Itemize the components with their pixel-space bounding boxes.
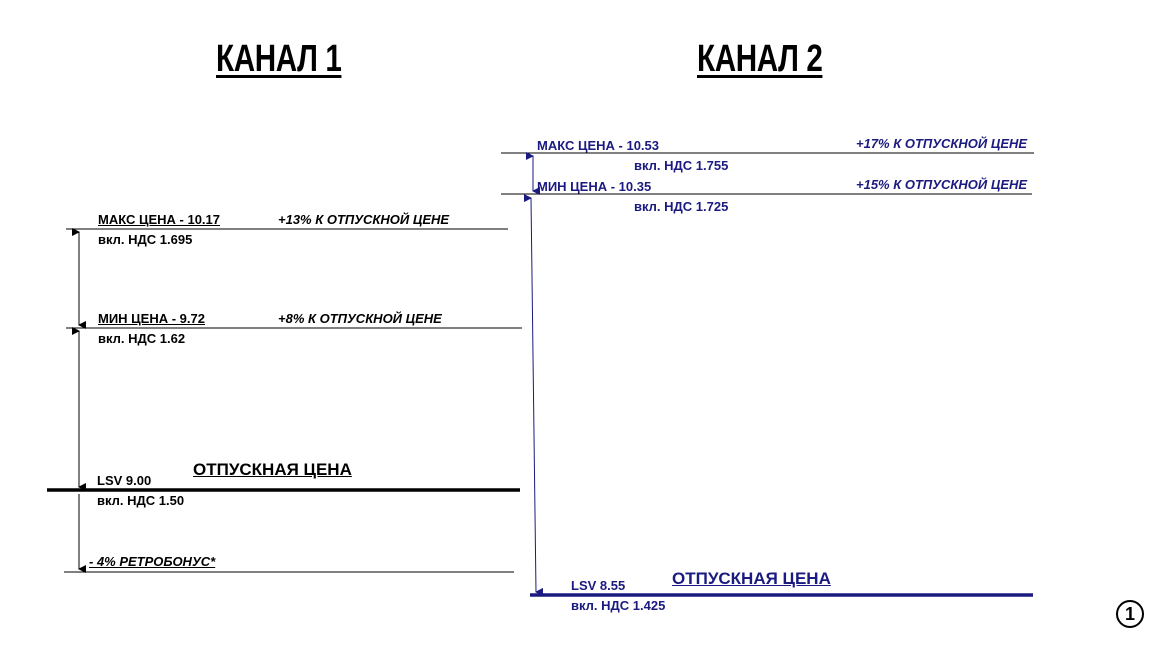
ch1-max-markup: +13% К ОТПУСКНОЙ ЦЕНЕ [278, 212, 450, 227]
channel2-title: КАНАЛ 2 [697, 38, 823, 80]
ch2-min-price: МИН ЦЕНА - 10.35 [537, 179, 652, 194]
ch1-min-markup: +8% К ОТПУСКНОЙ ЦЕНЕ [278, 311, 442, 326]
ch2-min-markup: +15% К ОТПУСКНОЙ ЦЕНЕ [856, 177, 1028, 192]
ch1-max-price: МАКС ЦЕНА - 10.17 [98, 212, 221, 227]
ch2-min-vat: вкл. НДС 1.725 [634, 199, 729, 214]
ch2-max-vat: вкл. НДС 1.755 [634, 158, 729, 173]
ch1-release-price-label: ОТПУСКНАЯ ЦЕНА [193, 460, 352, 479]
ch1-min-vat: вкл. НДС 1.62 [98, 331, 186, 346]
ch1-max-vat: вкл. НДС 1.695 [98, 232, 193, 247]
page-number-badge: 1 [1116, 600, 1144, 628]
ch2-max-markup: +17% К ОТПУСКНОЙ ЦЕНЕ [856, 136, 1028, 151]
ch2-release-price-label: ОТПУСКНАЯ ЦЕНА [672, 569, 831, 588]
ch2-lsv: LSV 8.55 [571, 578, 626, 593]
ch1-retrobonus: - 4% РЕТРОБОНУС* [89, 554, 216, 569]
ch1-lsv: LSV 9.00 [97, 473, 152, 488]
ch2-arrow-min-lsv [523, 194, 544, 596]
ch1-min-price: МИН ЦЕНА - 9.72 [98, 311, 205, 326]
ch1-lsv-vat: вкл. НДС 1.50 [97, 493, 185, 508]
ch2-lsv-vat: вкл. НДС 1.425 [571, 598, 666, 613]
ch2-max-price: МАКС ЦЕНА - 10.53 [537, 138, 660, 153]
channel1-title: КАНАЛ 1 [216, 38, 342, 80]
